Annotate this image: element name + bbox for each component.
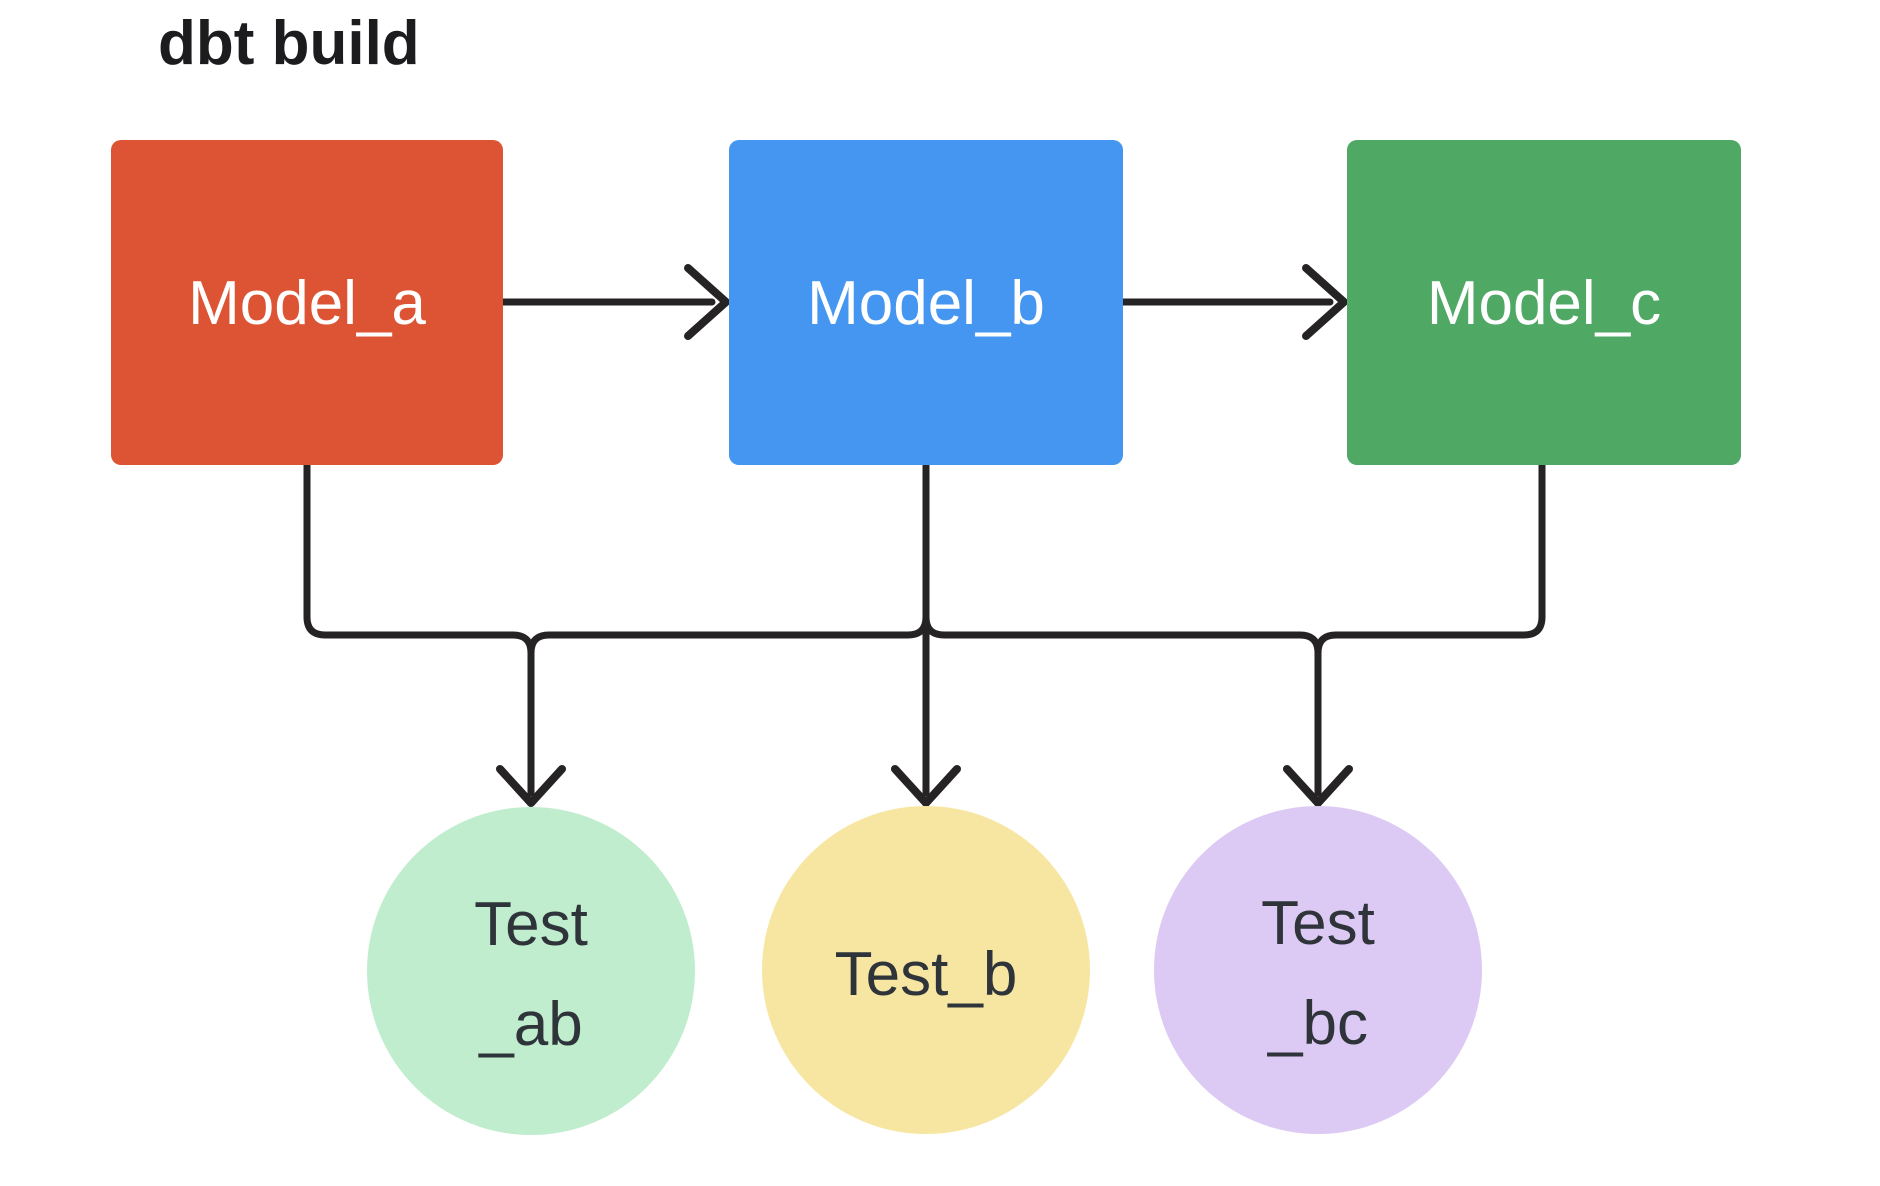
model-a-box — [111, 140, 503, 465]
edge-model-c-to-test-bc — [1314, 461, 1546, 797]
test-ab-label-line1: Test — [474, 890, 588, 959]
diagram-title: dbt build — [158, 9, 420, 78]
test-bc-circle — [1154, 806, 1482, 1134]
test-ab-circle — [367, 807, 695, 1135]
test-ab-label-line2: _ab — [478, 990, 582, 1059]
model-node-model-b: Model_b — [729, 140, 1123, 465]
test-bc-label-line1: Test — [1261, 889, 1375, 958]
arrowhead-down-icon — [496, 765, 566, 807]
edge-layer — [303, 264, 1546, 807]
model-b-label: Model_b — [807, 269, 1045, 338]
arrowhead-down-icon — [891, 765, 961, 807]
model-c-label: Model_c — [1427, 269, 1661, 338]
model-node-model-a: Model_a — [111, 140, 503, 465]
test-bc-label-line2: _bc — [1267, 989, 1368, 1058]
test-node-test-ab: Test _ab — [367, 807, 695, 1135]
test-b-circle — [762, 806, 1090, 1134]
model-node-model-c: Model_c — [1347, 140, 1741, 465]
test-node-test-bc: Test _bc — [1154, 806, 1482, 1134]
arrowhead-right-icon — [1302, 264, 1348, 340]
model-b-box — [729, 140, 1123, 465]
test-b-label: Test_b — [835, 940, 1018, 1009]
model-a-label: Model_a — [188, 269, 426, 338]
model-c-box — [1347, 140, 1741, 465]
test-node-test-b: Test_b — [762, 806, 1090, 1134]
arrowhead-down-icon — [1283, 765, 1353, 807]
arrowhead-right-icon — [684, 264, 730, 340]
